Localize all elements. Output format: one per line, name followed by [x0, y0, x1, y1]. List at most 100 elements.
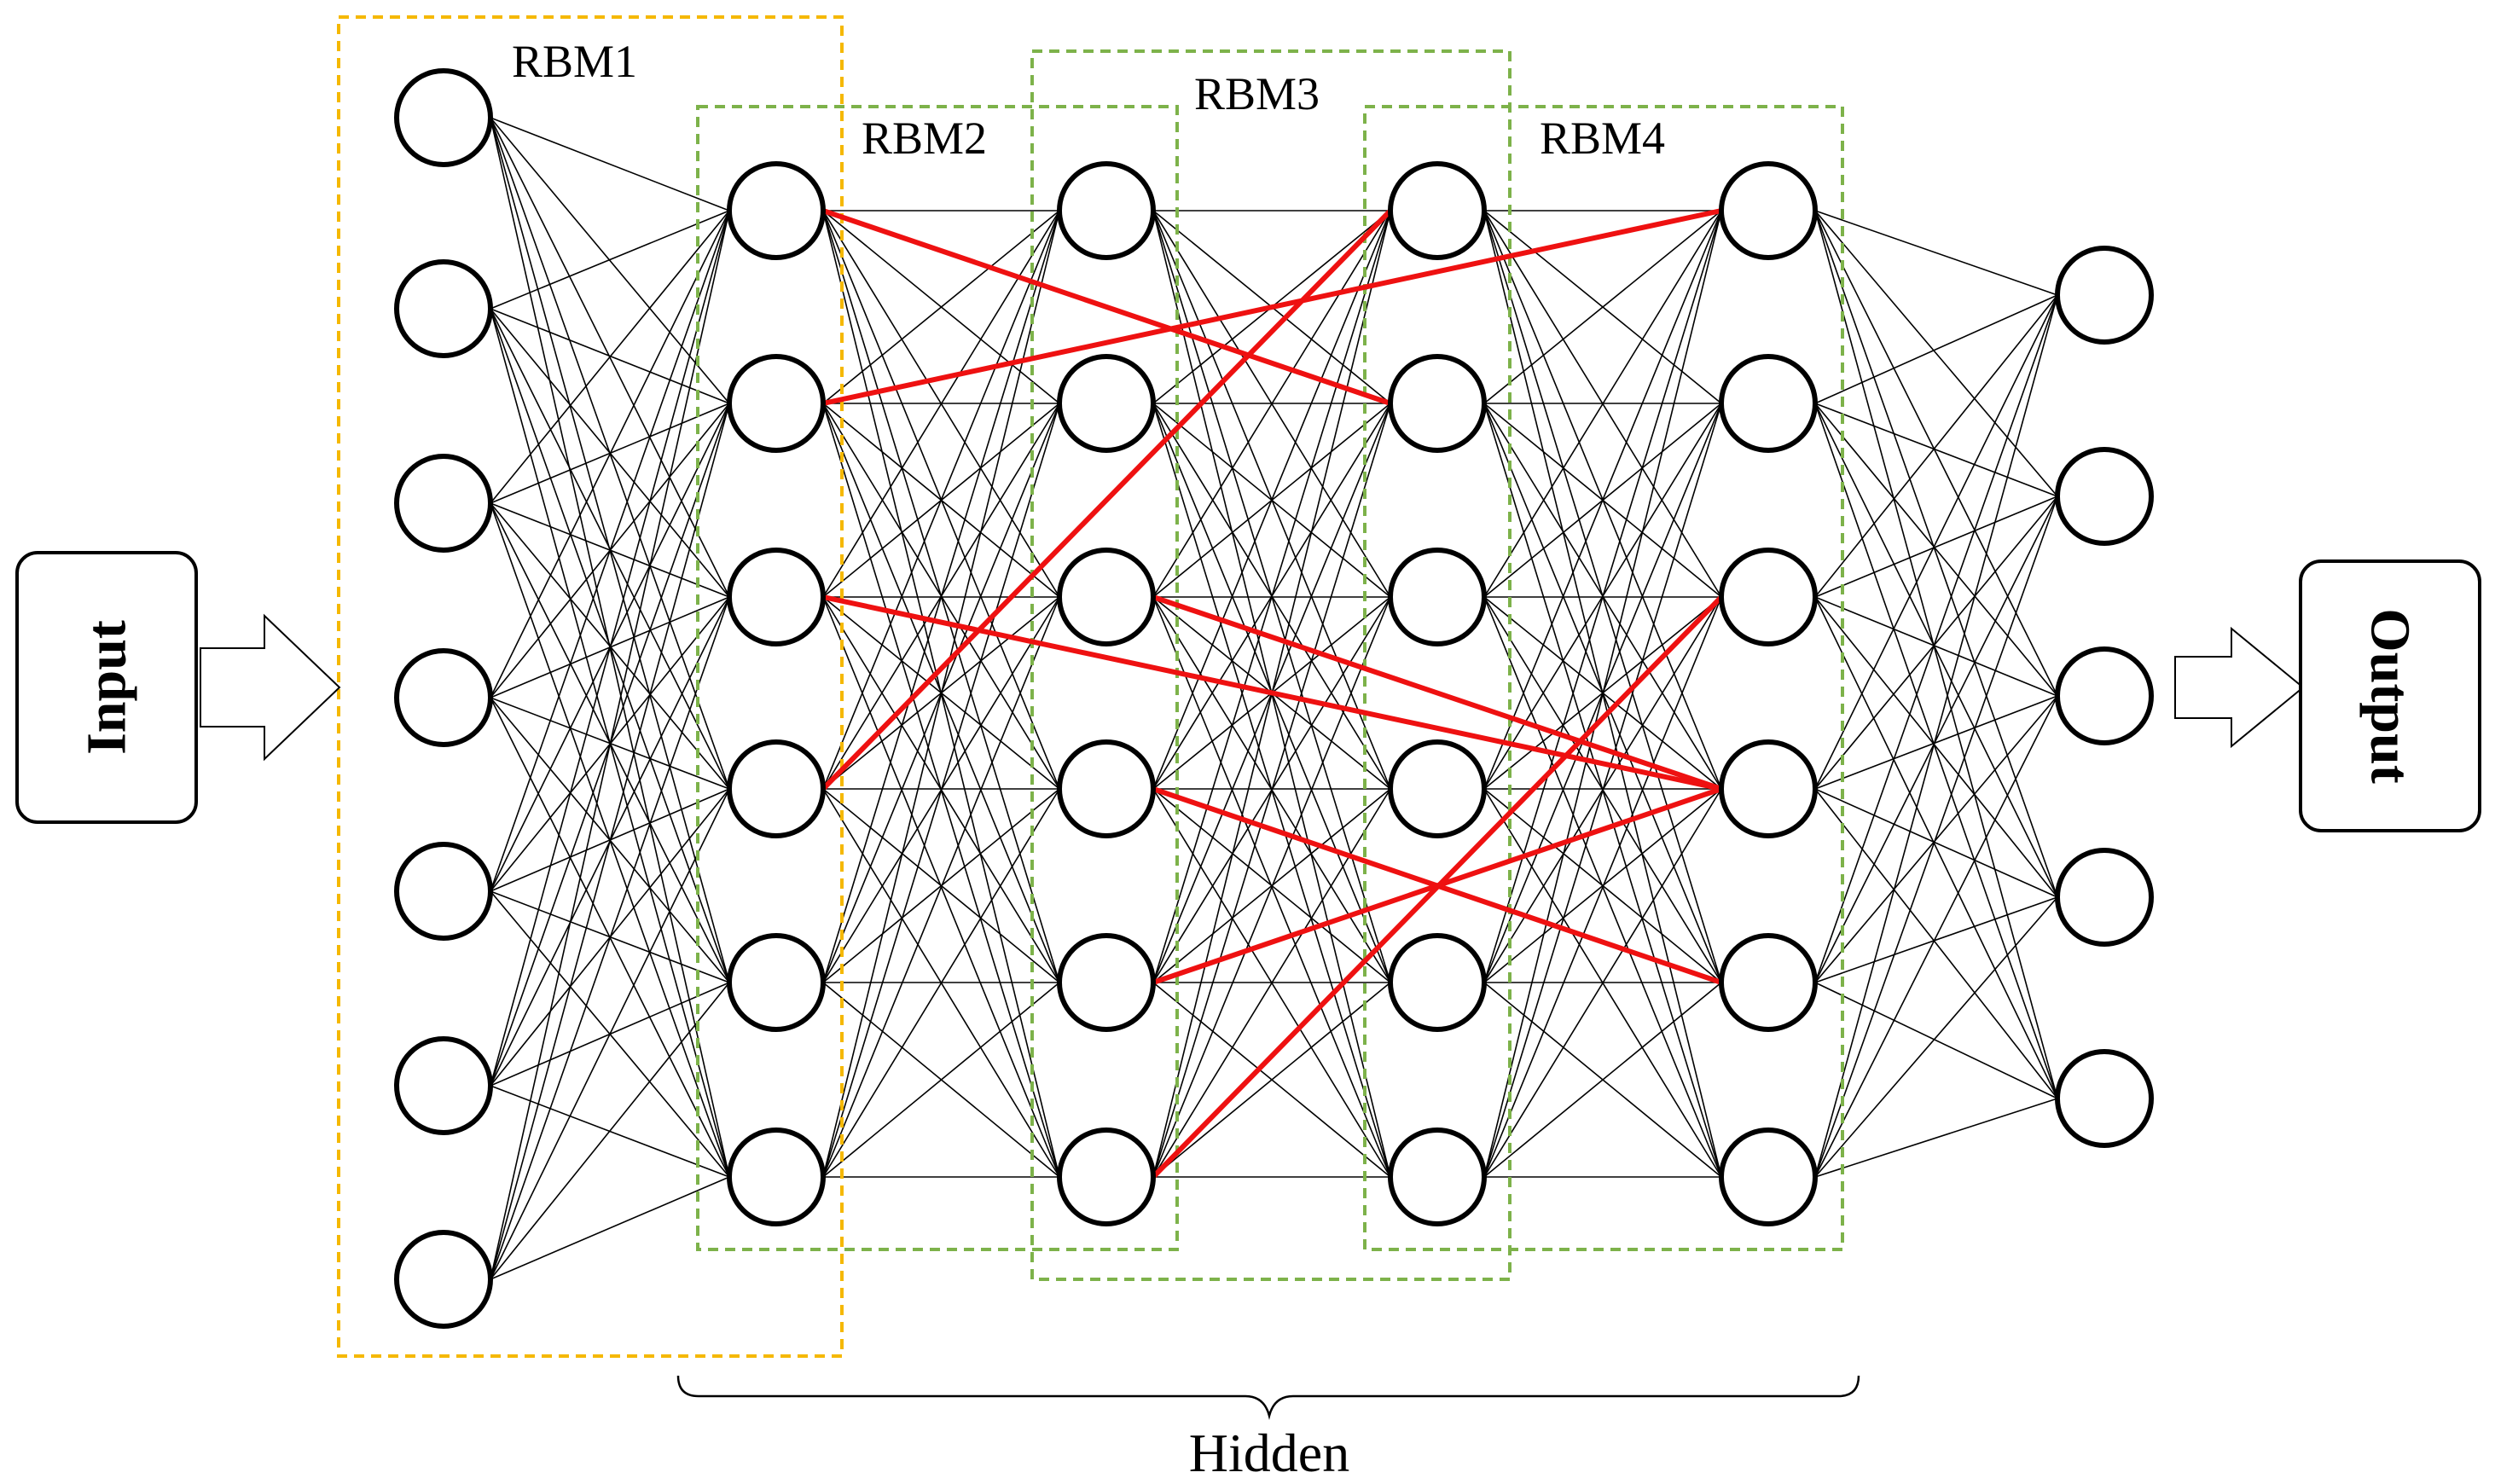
connection-l0-2-0 [490, 210, 730, 504]
neuron-hidden-3-1 [1388, 354, 1487, 453]
connection-l2-4-0 [1152, 210, 1391, 983]
rbm3-label: RBM3 [1194, 68, 1320, 119]
connection-l4-2-0 [1814, 294, 2058, 598]
input-arrow [200, 613, 341, 762]
connection-l1-5-1 [822, 403, 1060, 1178]
connection-l4-3-2 [1814, 695, 2058, 790]
connection-l1-5-0 [822, 210, 1060, 1178]
neuron-hidden-3-2 [1388, 548, 1487, 646]
neuron-hidden-2-5 [1057, 1127, 1156, 1226]
connection-l1-5-4 [822, 982, 1060, 1178]
connection-l1-5-3 [822, 788, 1060, 1178]
neuron-hidden-2-0 [1057, 161, 1156, 260]
neurons [394, 68, 2154, 1329]
highlighted-connection-2 [822, 594, 1722, 791]
neuron-output-1 [2055, 447, 2154, 546]
input-box [15, 551, 198, 824]
output-arrow [2174, 626, 2305, 749]
neuron-hidden-2-2 [1057, 548, 1156, 646]
neuron-input-5 [394, 1036, 493, 1135]
connection-l4-3-4 [1814, 788, 2058, 1099]
neuron-hidden-3-3 [1388, 739, 1487, 838]
output-box [2299, 559, 2481, 832]
connection-l3-5-1 [1483, 403, 1722, 1178]
connection-l4-4-4 [1814, 982, 2058, 1099]
connection-l4-2-1 [1814, 496, 2058, 598]
connection-l4-0-0 [1814, 210, 2058, 296]
neuron-hidden-4-2 [1719, 548, 1818, 646]
neuron-hidden-4-0 [1719, 161, 1818, 260]
connection-l0-3-0 [490, 210, 730, 699]
connection-l4-2-2 [1814, 596, 2058, 697]
neuron-hidden-3-5 [1388, 1127, 1487, 1226]
highlighted-connections [821, 208, 1724, 1180]
rbm2-label: RBM2 [862, 113, 987, 164]
connection-l2-3-0 [1152, 210, 1391, 790]
connection-l4-0-1 [1814, 210, 2058, 497]
connection-l2-5-2 [1152, 596, 1391, 1178]
rbm4-box [1363, 105, 1844, 1251]
connection-l2-5-4 [1152, 982, 1391, 1178]
connection-l1-3-0 [822, 210, 1060, 790]
connection-l2-2-0 [1152, 210, 1391, 598]
rbm1-label: RBM1 [512, 36, 637, 87]
connection-l4-5-1 [1814, 496, 2058, 1178]
neuron-input-3 [394, 648, 493, 747]
neuron-output-4 [2055, 1049, 2154, 1148]
connection-l4-5-0 [1814, 294, 2058, 1178]
neuron-hidden-2-1 [1057, 354, 1156, 453]
connections [490, 117, 2058, 1280]
neuron-hidden-1-3 [727, 739, 826, 838]
neuron-hidden-3-0 [1388, 161, 1487, 260]
connection-l4-0-3 [1814, 210, 2058, 898]
neuron-output-3 [2055, 848, 2154, 947]
neuron-input-0 [394, 68, 493, 167]
connection-l4-2-4 [1814, 596, 2058, 1099]
connection-l1-5-2 [822, 596, 1060, 1178]
connection-l0-6-2 [490, 596, 730, 1280]
neuron-hidden-3-4 [1388, 933, 1487, 1032]
neuron-hidden-4-5 [1719, 1127, 1818, 1226]
output-label: Output [2359, 608, 2422, 783]
connection-l3-3-0 [1483, 210, 1722, 790]
connection-l4-5-3 [1814, 896, 2058, 1178]
neuron-input-2 [394, 454, 493, 553]
connection-l0-6-0 [490, 210, 730, 1280]
connection-l3-5-0 [1483, 210, 1722, 1178]
connection-l4-4-0 [1814, 294, 2058, 983]
rbm2-box [696, 105, 1179, 1251]
neuron-output-0 [2055, 246, 2154, 345]
connection-l4-4-2 [1814, 695, 2058, 983]
connection-l4-2-3 [1814, 596, 2058, 898]
connection-l0-1-3 [490, 308, 730, 790]
neuron-hidden-1-5 [727, 1127, 826, 1226]
neuron-input-1 [394, 259, 493, 358]
highlighted-connection-3 [821, 208, 1393, 791]
connection-l4-4-1 [1814, 496, 2058, 983]
neuron-output-2 [2055, 646, 2154, 745]
neuron-input-6 [394, 1230, 493, 1329]
highlighted-connection-1 [822, 208, 1722, 406]
neuron-hidden-2-3 [1057, 739, 1156, 838]
connection-l4-5-4 [1814, 1098, 2058, 1178]
connection-l4-1-2 [1814, 403, 2058, 697]
connection-l4-1-4 [1814, 403, 2058, 1099]
connection-l3-5-2 [1483, 596, 1722, 1178]
connection-l4-1-1 [1814, 403, 2058, 497]
neuron-input-4 [394, 842, 493, 941]
connection-l0-6-4 [490, 982, 730, 1280]
highlighted-connection-4 [1152, 594, 1722, 791]
connection-l1-1-0 [822, 210, 1060, 404]
connection-l4-3-1 [1814, 496, 2058, 790]
connection-l0-6-3 [490, 788, 730, 1280]
neuron-hidden-1-2 [727, 548, 826, 646]
connection-l4-3-0 [1814, 294, 2058, 790]
neuron-hidden-4-3 [1719, 739, 1818, 838]
connection-l4-0-2 [1814, 210, 2058, 697]
hidden-brace [676, 1375, 1860, 1420]
rbm3-box [1030, 49, 1512, 1281]
connection-l3-2-0 [1483, 210, 1722, 598]
connection-l4-0-4 [1814, 210, 2058, 1099]
connection-l0-5-0 [490, 210, 730, 1087]
